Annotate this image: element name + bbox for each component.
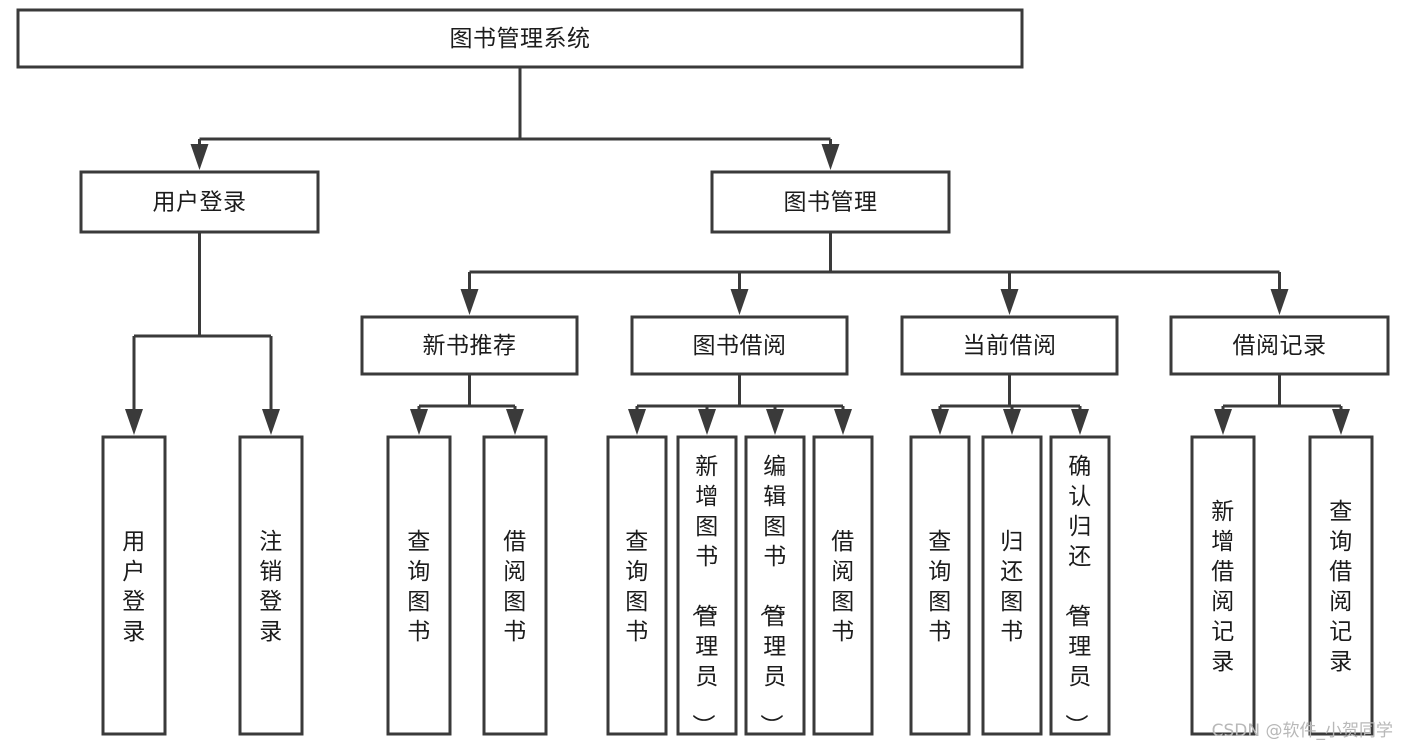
node-return-book[interactable]: 归还图书 [981,435,1043,736]
node-label: 查询图书 [407,529,431,645]
node-borrow-record[interactable]: 借阅记录 [1169,315,1390,376]
node-box[interactable] [676,435,738,736]
arrow-head-icon [506,409,524,435]
node-user-login[interactable]: 用户登录 [79,170,320,234]
node-label: 当前借阅 [963,333,1057,359]
node-confirm-return-admin[interactable]: 确认归还（管理员） [1049,435,1111,738]
arrow-head-icon [1332,409,1350,435]
arrow-head-icon [698,409,716,435]
arrow-head-icon [1270,289,1289,315]
arrow-head-icon [730,289,749,315]
node-label: 借阅图书 [831,529,855,645]
node-book-manage[interactable]: 图书管理 [710,170,951,234]
node-label: 编辑图书（管理员） [757,454,787,738]
arrow-head-icon [931,409,949,435]
node-label: 借阅记录 [1233,333,1327,359]
node-box[interactable] [1308,435,1374,736]
node-query-book-2[interactable]: 查询图书 [606,435,668,736]
node-query-book-3[interactable]: 查询图书 [909,435,971,736]
arrow-head-icon [766,409,784,435]
arrow-head-icon [460,289,479,315]
node-label: 新增借阅记录 [1211,499,1235,675]
node-box[interactable] [1190,435,1256,736]
node-box[interactable] [900,315,1119,376]
node-label: 归还图书 [1000,529,1024,645]
node-box[interactable] [482,435,548,736]
arrow-head-icon [410,409,428,435]
node-add-book-admin[interactable]: 新增图书（管理员） [676,435,738,738]
node-borrow-book-2[interactable]: 借阅图书 [812,435,874,736]
node-user-logout-leaf[interactable]: 注销登录 [238,435,304,736]
arrow-head-icon [125,409,143,435]
node-label: 新书推荐 [423,333,517,359]
node-label: 新增图书（管理员） [689,454,719,738]
node-box[interactable] [16,8,1024,69]
arrow-head-icon [1003,409,1021,435]
node-label: 图书管理系统 [450,26,591,52]
node-label: 查询借阅记录 [1329,499,1353,675]
node-box[interactable] [909,435,971,736]
connector-layer [125,67,1350,435]
node-label: 注销登录 [259,529,283,645]
node-box[interactable] [79,170,320,234]
node-new-book-recommend[interactable]: 新书推荐 [360,315,579,376]
arrow-head-icon [190,144,209,170]
node-add-borrow-record[interactable]: 新增借阅记录 [1190,435,1256,736]
node-box[interactable] [710,170,951,234]
node-layer: 图书管理系统用户登录用户登录注销登录图书管理新书推荐查询图书借阅图书图书借阅查询… [16,8,1390,738]
node-box[interactable] [981,435,1043,736]
node-box[interactable] [386,435,452,736]
arrow-head-icon [1000,289,1019,315]
node-box[interactable] [360,315,579,376]
node-query-borrow-record[interactable]: 查询借阅记录 [1308,435,1374,736]
node-box[interactable] [1169,315,1390,376]
arrow-head-icon [262,409,280,435]
node-box[interactable] [744,435,806,736]
arrow-head-icon [628,409,646,435]
arrow-head-icon [1214,409,1232,435]
arrow-head-icon [821,144,840,170]
node-edit-book-admin[interactable]: 编辑图书（管理员） [744,435,806,738]
node-user-login-leaf[interactable]: 用户登录 [101,435,167,736]
node-box[interactable] [630,315,849,376]
node-box[interactable] [812,435,874,736]
node-current-borrow[interactable]: 当前借阅 [900,315,1119,376]
node-label: 查询图书 [928,529,952,645]
node-root[interactable]: 图书管理系统 [16,8,1024,69]
node-label: 用户登录 [122,529,146,645]
node-query-book-1[interactable]: 查询图书 [386,435,452,736]
node-borrow-book-1[interactable]: 借阅图书 [482,435,548,736]
node-book-borrow[interactable]: 图书借阅 [630,315,849,376]
arrow-head-icon [834,409,852,435]
node-label: 图书管理 [784,190,878,216]
node-label: 借阅图书 [503,529,527,645]
node-box[interactable] [1049,435,1111,736]
arrow-head-icon [1071,409,1089,435]
node-label: 查询图书 [625,529,649,645]
node-box[interactable] [101,435,167,736]
node-label: 确认归还（管理员） [1062,454,1092,738]
node-box[interactable] [606,435,668,736]
node-label: 用户登录 [153,190,247,216]
node-label: 图书借阅 [693,333,787,359]
node-box[interactable] [238,435,304,736]
